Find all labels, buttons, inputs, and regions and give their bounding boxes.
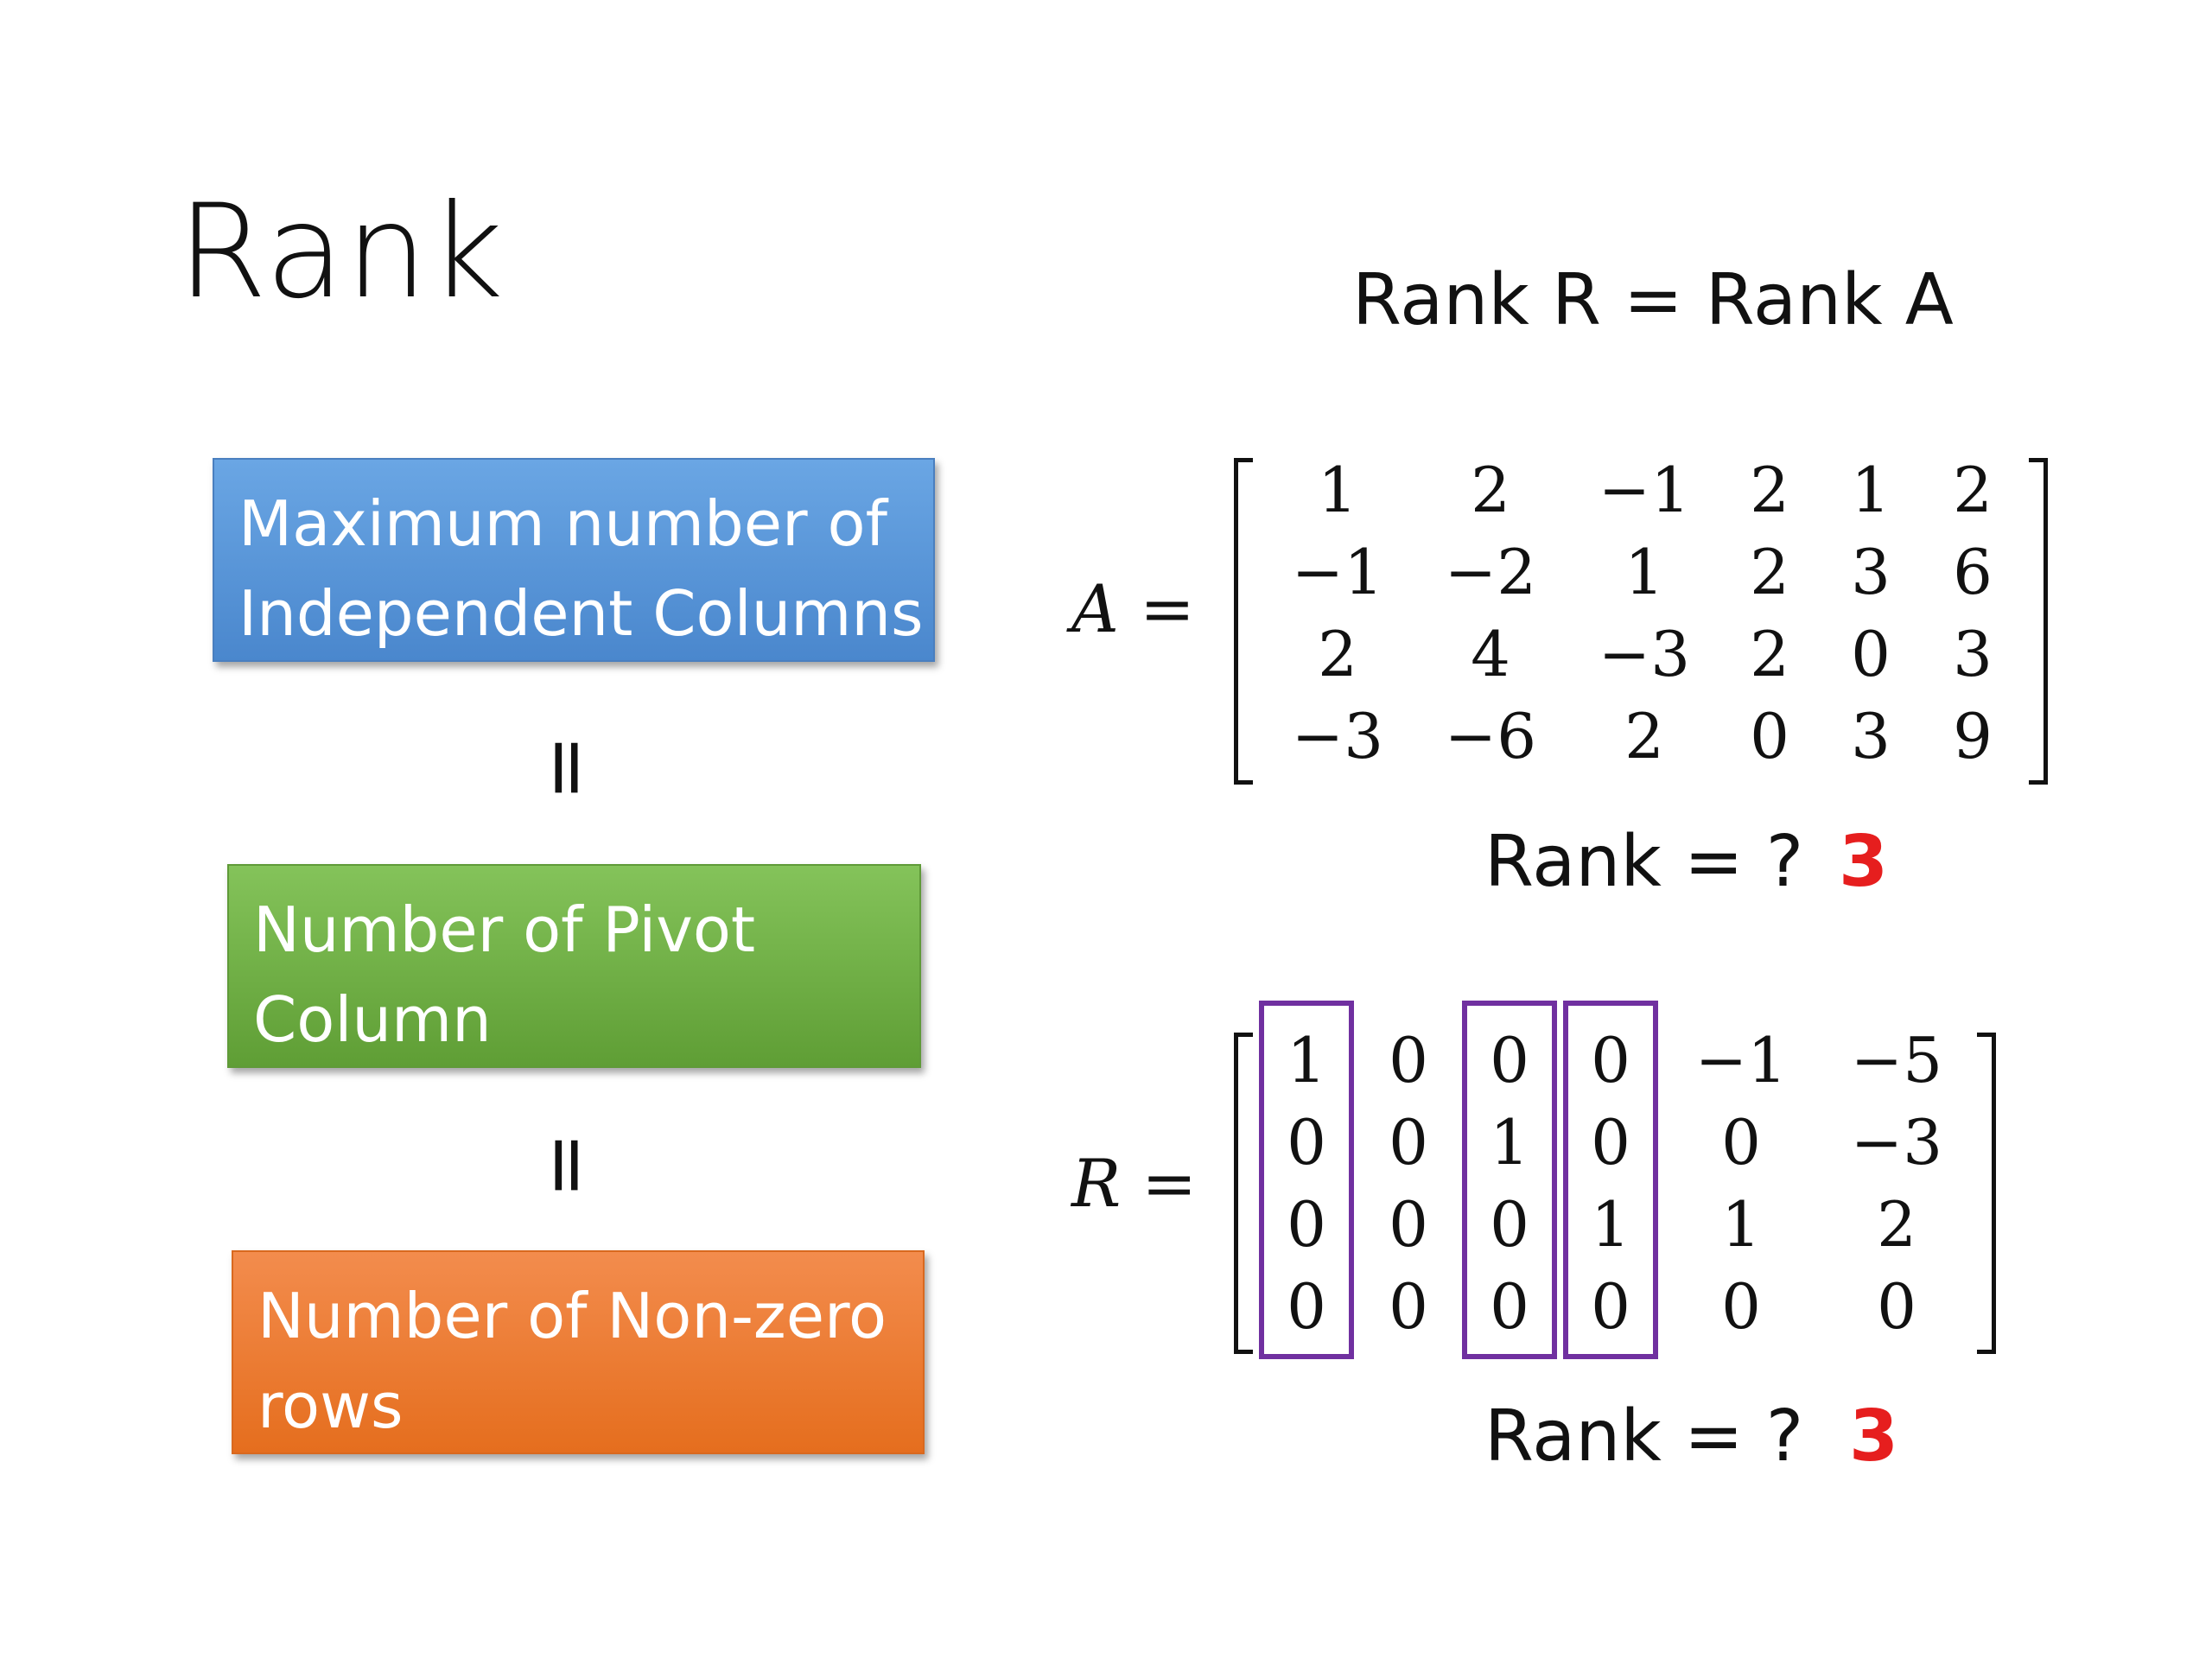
matrix-cell: −1 xyxy=(1291,536,1384,608)
matrix-cell: 1 xyxy=(1490,1106,1529,1179)
matrix-a-equals: = xyxy=(1140,570,1195,647)
matrix-cell: 0 xyxy=(1287,1270,1326,1343)
matrix-cell: −3 xyxy=(1598,618,1691,690)
matrix-cell: 0 xyxy=(1389,1270,1428,1343)
matrix-cell: 1 xyxy=(1591,1188,1630,1261)
matrix-cell: 0 xyxy=(1851,618,1891,690)
rank-question-a: Rank = ? xyxy=(1484,821,1804,903)
matrix-cell: 0 xyxy=(1389,1106,1428,1179)
matrix-cell: 2 xyxy=(1318,618,1357,690)
matrix-cell: 2 xyxy=(1877,1188,1916,1261)
matrix-cell: 0 xyxy=(1591,1270,1630,1343)
matrix-cell: 0 xyxy=(1721,1106,1761,1179)
matrix-cell: 1 xyxy=(1318,454,1357,526)
max-independent-columns-box: Maximum number of Independent Columns xyxy=(213,458,935,662)
matrix-cell: 4 xyxy=(1471,618,1510,690)
matrix-cell: −1 xyxy=(1694,1024,1788,1096)
matrix-cell: 0 xyxy=(1591,1106,1630,1179)
matrix-a-right-bracket xyxy=(2029,458,2048,785)
matrix-cell: 1 xyxy=(1721,1188,1761,1261)
equals-sign: = xyxy=(522,734,615,802)
matrix-r-left-bracket xyxy=(1234,1033,1253,1354)
rank-answer-r: 3 xyxy=(1849,1395,1899,1478)
equals-sign: = xyxy=(522,1131,615,1199)
matrix-cell: 0 xyxy=(1591,1024,1630,1096)
matrix-a-label: A = xyxy=(1071,570,1195,647)
pivot-columns-box: Number of Pivot Column xyxy=(227,864,921,1068)
rank-equality: Rank R = Rank A xyxy=(1352,259,1954,341)
matrix-cell: 1 xyxy=(1851,454,1891,526)
matrix-cell: 2 xyxy=(1471,454,1510,526)
matrix-cell: 2 xyxy=(1750,454,1789,526)
matrix-a-left-bracket xyxy=(1234,458,1253,785)
matrix-cell: 0 xyxy=(1389,1024,1428,1096)
matrix-cell: 0 xyxy=(1490,1270,1529,1343)
pivot-column-highlight xyxy=(1259,1001,1354,1359)
matrix-cell: 0 xyxy=(1877,1270,1916,1343)
matrix-cell: 0 xyxy=(1490,1024,1529,1096)
matrix-cell: −1 xyxy=(1598,454,1691,526)
matrix-r-label: R = xyxy=(1071,1145,1197,1222)
matrix-cell: 0 xyxy=(1721,1270,1761,1343)
matrix-cell: 1 xyxy=(1624,536,1664,608)
box-text-line: rows xyxy=(257,1370,404,1442)
matrix-cell: 6 xyxy=(1953,536,1993,608)
matrix-cell: 3 xyxy=(1851,700,1891,772)
matrix-cell: 9 xyxy=(1953,700,1993,772)
matrix-cell: −3 xyxy=(1850,1106,1943,1179)
matrix-cell: −2 xyxy=(1444,536,1537,608)
matrix-cell: 2 xyxy=(1750,536,1789,608)
rank-question-r: Rank = ? xyxy=(1484,1395,1804,1478)
box-text-line: Independent Columns xyxy=(238,577,924,650)
matrix-cell: 0 xyxy=(1287,1106,1326,1179)
rank-answer-a: 3 xyxy=(1839,821,1889,903)
matrix-cell: 2 xyxy=(1624,700,1664,772)
matrix-r-variable: R xyxy=(1071,1145,1122,1222)
pivot-column-highlight xyxy=(1462,1001,1557,1359)
box-text-line: Column xyxy=(253,983,492,1056)
matrix-cell: 1 xyxy=(1287,1024,1326,1096)
matrix-cell: 2 xyxy=(1953,454,1993,526)
slide-title: Rank xyxy=(177,177,505,327)
matrix-cell: −3 xyxy=(1291,700,1384,772)
nonzero-rows-box: Number of Non-zero rows xyxy=(232,1250,925,1454)
matrix-cell: 3 xyxy=(1851,536,1891,608)
box-text-line: Number of Pivot xyxy=(253,893,756,966)
matrix-r-right-bracket xyxy=(1977,1033,1996,1354)
matrix-cell: 0 xyxy=(1389,1188,1428,1261)
matrix-r-equals: = xyxy=(1141,1145,1198,1222)
matrix-cell: 2 xyxy=(1750,618,1789,690)
matrix-cell: 0 xyxy=(1490,1188,1529,1261)
matrix-cell: 3 xyxy=(1953,618,1993,690)
matrix-cell: 0 xyxy=(1750,700,1789,772)
matrix-a-variable: A xyxy=(1071,570,1119,647)
box-text-line: Number of Non-zero xyxy=(257,1280,887,1352)
matrix-cell: −5 xyxy=(1850,1024,1943,1096)
pivot-column-highlight xyxy=(1563,1001,1658,1359)
matrix-cell: −6 xyxy=(1444,700,1537,772)
box-text-line: Maximum number of xyxy=(238,487,887,560)
matrix-cell: 0 xyxy=(1287,1188,1326,1261)
